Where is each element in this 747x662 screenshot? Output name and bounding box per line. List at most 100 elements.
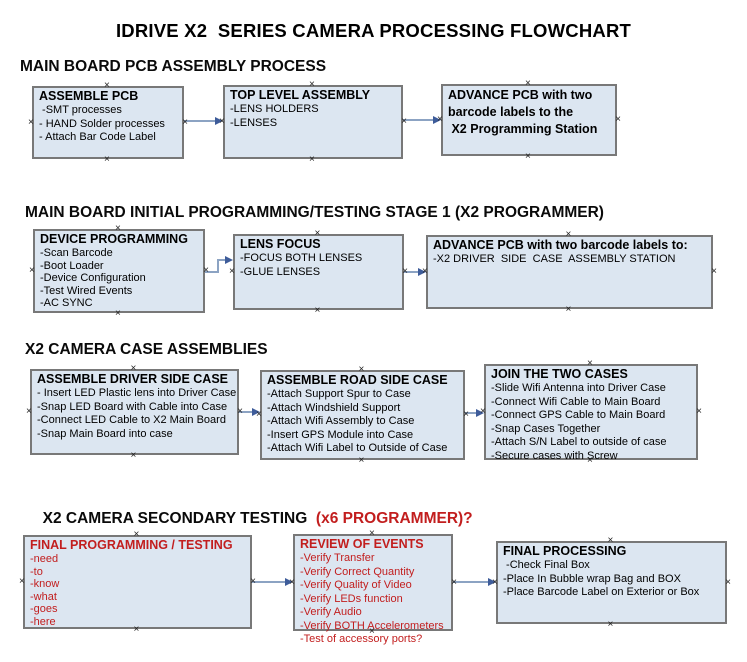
flow-arrow-elbow — [205, 256, 233, 273]
connection-point-icon: × — [182, 116, 188, 128]
arrow-head-icon — [285, 578, 293, 586]
flow-box-top-level-assembly: TOP LEVEL ASSEMBLY -LENS HOLDERS-LENSES … — [219, 80, 407, 165]
connection-point-icon: × — [369, 626, 375, 637]
connection-point-icon: × — [314, 228, 321, 239]
section-header-secondary-testing: X2 CAMERA SECONDARY TESTING (x6 PROGRAMM… — [34, 492, 473, 528]
connection-point-icon: × — [437, 114, 443, 125]
box-item: -Check Final Box — [503, 559, 590, 571]
box-item: -Slide Wifi Antenna into Driver Case — [491, 382, 666, 394]
connection-point-icon: × — [696, 406, 702, 417]
arrow-head-icon — [488, 578, 496, 586]
arrow-line — [453, 581, 490, 583]
connection-point-icon: × — [203, 265, 209, 276]
box-item: -goes — [30, 603, 58, 615]
box-item: - Insert LED Plastic lens into Driver Ca… — [37, 387, 237, 399]
box-item: -Connect GPS Cable to Main Board — [491, 409, 666, 421]
box-item-list: -FOCUS BOTH LENSES-GLUE LENSES — [240, 252, 397, 279]
connection-point-icon: × — [19, 576, 25, 587]
connection-point-icon: × — [28, 116, 34, 128]
box-item: -here — [30, 615, 56, 628]
box-title: TOP LEVEL ASSEMBLY — [230, 88, 371, 102]
flow-box-join-the-two-cases: JOIN THE TWO CASES -Slide Wifi Antenna i… — [480, 359, 702, 466]
connection-point-icon: × — [133, 529, 140, 540]
box-item: -Place In Bubble wrap Bag and BOX — [503, 572, 681, 585]
box-title: ASSEMBLE PCB — [39, 89, 139, 103]
connection-point-icon: × — [402, 266, 408, 277]
flow-box-device-programming: DEVICE PROGRAMMING -Scan Barcode-Boot Lo… — [29, 224, 209, 319]
connection-point-icon: × — [29, 265, 35, 276]
box-title: ASSEMBLE ROAD SIDE CASE — [267, 373, 448, 387]
connection-point-icon: × — [115, 223, 121, 234]
connection-point-icon: × — [237, 406, 243, 417]
connection-point-icon: × — [26, 406, 32, 417]
connection-point-icon: × — [369, 528, 375, 539]
box-item-list: -Attach Support Spur to Case-Attach Wind… — [267, 388, 458, 456]
box-item-list: -SMT processes- HAND Solder processes- A… — [39, 104, 177, 145]
connection-point-icon: × — [229, 266, 235, 277]
flow-arrow — [465, 409, 484, 417]
connection-point-icon: × — [565, 304, 572, 315]
section-header-black-text: X2 CAMERA SECONDARY TESTING — [42, 510, 316, 527]
box-item: -Verify Quality of Video — [300, 579, 412, 591]
box-item: -need — [30, 553, 59, 565]
box-item: -Attach Wifi Label to Outside of Case — [267, 442, 448, 454]
box-item: -FOCUS BOTH LENSES — [240, 252, 363, 264]
flow-box-final-processing: FINAL PROCESSING -Check Final Box-Place … — [492, 536, 731, 630]
connection-point-icon: × — [422, 266, 428, 277]
flow-box-advance-pcb-driver-station: ADVANCE PCB with two barcode labels to: … — [422, 230, 717, 315]
arrow-head-icon — [476, 409, 484, 417]
arrow-head-icon — [225, 256, 233, 264]
box-item: - HAND Solder processes — [39, 117, 165, 130]
box-item-list: -X2 DRIVER SIDE CASE ASSEMBLY STATION — [433, 253, 706, 267]
connection-point-icon: × — [607, 535, 614, 546]
box-item: -Attach Windshield Support — [267, 401, 401, 414]
arrow-line — [404, 271, 420, 273]
box-item: -Test of accessory ports? — [300, 633, 423, 645]
box-item: -LENS HOLDERS — [230, 103, 319, 115]
box-title: JOIN THE TWO CASES — [491, 367, 628, 381]
box-item: -Attach Wifi Assembly to Case — [267, 415, 415, 427]
connection-point-icon: × — [219, 116, 225, 127]
box-item: -Snap Cases Together — [491, 422, 601, 435]
box-item: -GLUE LENSES — [240, 265, 321, 278]
box-item: -Connect LED Cable to X2 Main Board — [37, 414, 226, 426]
flow-arrow — [252, 578, 293, 586]
box-item: -know — [30, 578, 60, 590]
section-header-red-text: (x6 PROGRAMMER)? — [315, 510, 473, 527]
box-item-list: -LENS HOLDERS-LENSES — [230, 103, 396, 130]
arrow-line — [403, 119, 435, 121]
connection-point-icon: × — [358, 364, 365, 375]
flow-arrow — [404, 268, 426, 276]
page-title: IDRIVE X2 SERIES CAMERA PROCESSING FLOWC… — [115, 20, 632, 41]
flow-arrow — [239, 408, 260, 416]
flow-box-lens-focus: LENS FOCUS -FOCUS BOTH LENSES-GLUE LENSE… — [229, 229, 408, 316]
box-item: -Verify BOTH Accelerometers — [300, 619, 444, 632]
box-item-list: -Check Final Box-Place In Bubble wrap Ba… — [503, 559, 720, 600]
connection-point-icon: × — [401, 116, 407, 127]
connection-point-icon: × — [309, 154, 315, 165]
connection-point-icon: × — [463, 409, 469, 420]
box-item: -what — [30, 590, 57, 603]
connection-point-icon: × — [314, 305, 321, 316]
arrow-line — [184, 120, 217, 122]
connection-point-icon: × — [289, 576, 295, 588]
connection-point-icon: × — [480, 406, 486, 417]
box-item: -Attach S/N Label to outside of case — [491, 436, 667, 448]
connection-point-icon: × — [309, 79, 315, 90]
box-item: -Device Configuration — [40, 272, 146, 284]
arrow-head-icon — [215, 117, 223, 125]
box-item-list: - Insert LED Plastic lens into Driver Ca… — [37, 387, 237, 441]
flow-box-assemble-road-side-case: ASSEMBLE ROAD SIDE CASE -Attach Support … — [256, 365, 469, 466]
box-item: barcode labels to the — [448, 105, 574, 119]
connection-point-icon: × — [104, 154, 110, 165]
box-item: -Insert GPS Module into Case — [267, 428, 414, 441]
flow-box-final-programming-testing: FINAL PROGRAMMING / TESTING -need-to-kno… — [19, 530, 256, 635]
connection-point-icon: × — [711, 266, 717, 277]
box-title: LENS FOCUS — [240, 237, 321, 251]
connection-point-icon: × — [607, 619, 614, 630]
box-item: -Place Barcode Label on Exterior or Box — [503, 586, 700, 598]
connection-point-icon: × — [250, 576, 256, 587]
box-item: -Test Wired Events — [40, 284, 133, 297]
